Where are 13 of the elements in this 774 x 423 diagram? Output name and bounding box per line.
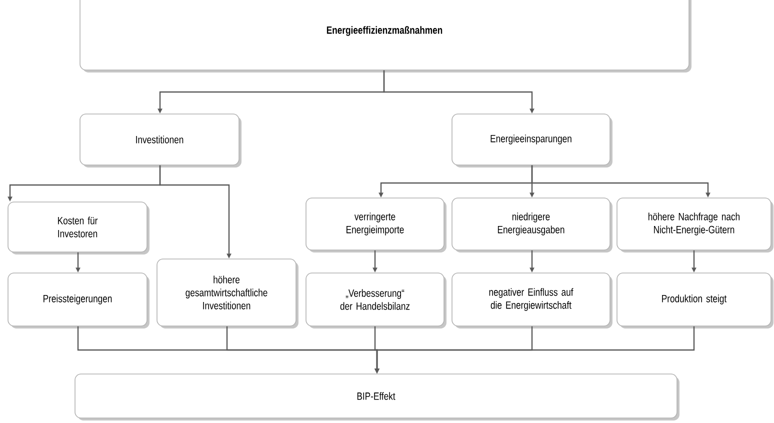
- process-box: Kosten für Investoren: [8, 202, 150, 254]
- result-box: BIP-Effekt: [74, 374, 680, 420]
- process-box: niedrigere Energieausgaben: [452, 198, 612, 252]
- process-box: Preissteigerungen: [8, 272, 150, 328]
- title-box: Energieeffizienzmaßnahmen: [80, 0, 692, 72]
- process-box: Energieeinsparungen: [452, 114, 612, 168]
- process-box: höhere gesamtwirtschaftliche Investitionen: [156, 258, 298, 328]
- process-box: Investitionen: [80, 114, 242, 168]
- process-box: Produktion steigt: [616, 272, 774, 328]
- process-box: „Verbesserung“ der Handelsbilanz: [306, 272, 446, 328]
- process-box: höhere Nachfrage nach Nicht-Energie-Gütern: [616, 198, 774, 252]
- process-box: verringerte Energieimporte: [306, 198, 446, 252]
- process-box: negativer Einfluss auf die Energiewirtschaft: [452, 272, 612, 328]
